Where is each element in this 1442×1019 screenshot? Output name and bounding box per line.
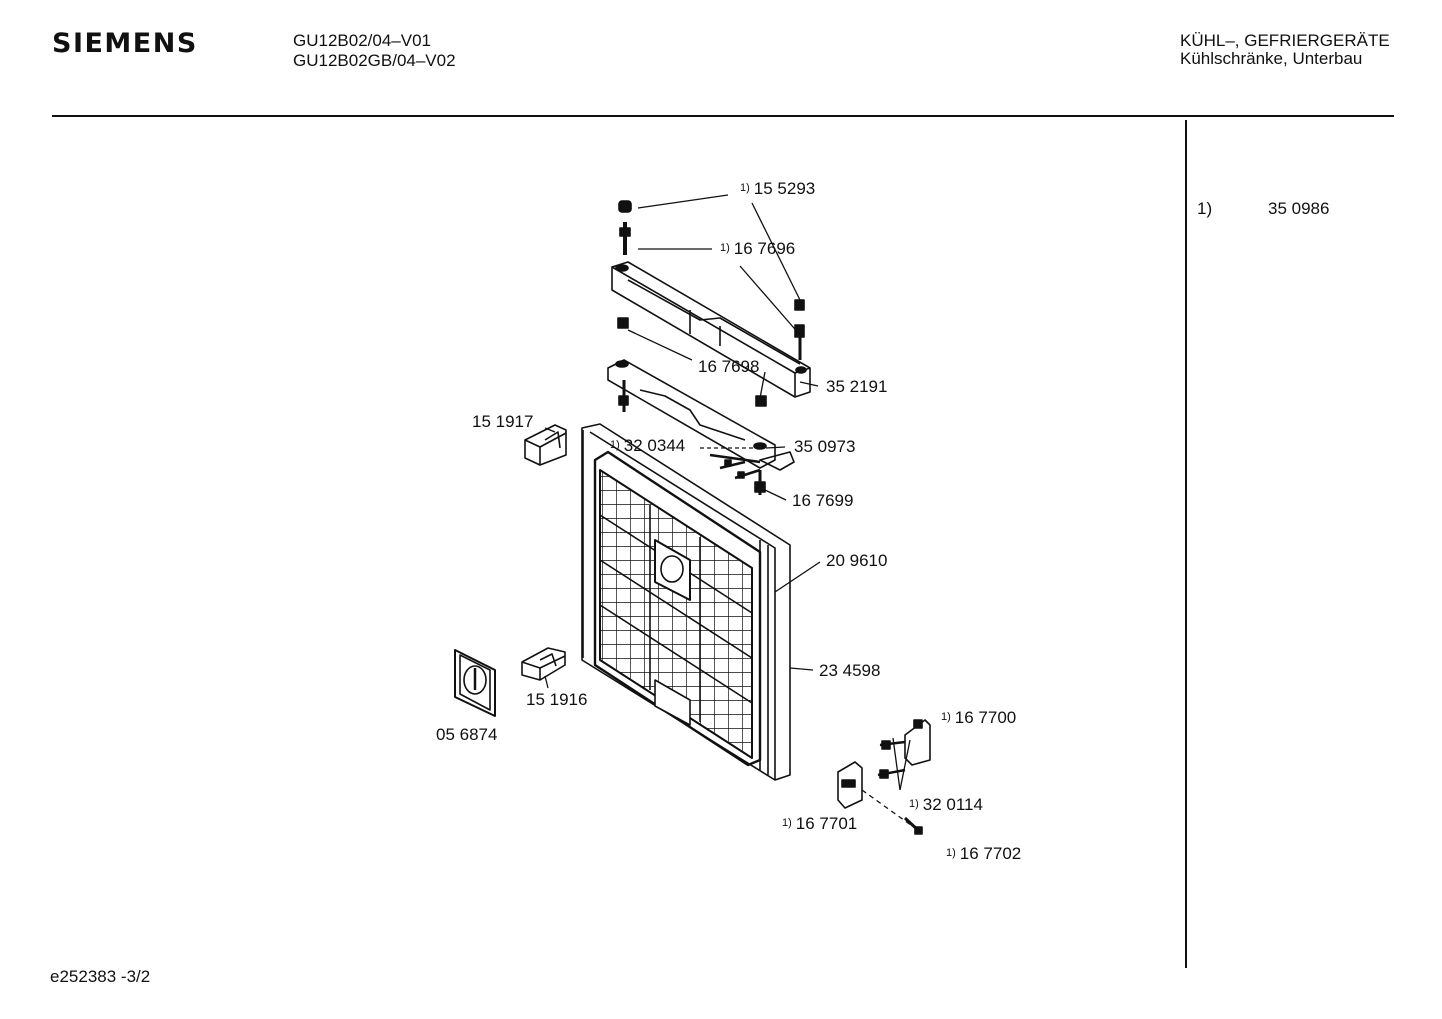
small-screws-part [709,453,761,480]
part-label-16-7700: 1)16 7700 [941,708,1017,727]
part-label-32-0344: 1)32 0344 [610,436,686,455]
door-clip-upper [524,424,567,466]
side-note-part-number: 35 0986 [1268,199,1330,218]
part-label-23-4598: 23 4598 [819,661,881,680]
lower-bearing-block [837,761,863,809]
part-label-15-5293: 1)15 5293 [740,179,816,198]
document-code: e252383 -3/2 [50,967,151,986]
part-label-16-7702: 1)16 7702 [946,844,1022,863]
handle-cover-plate [454,649,496,717]
part-label-16-7698: 16 7698 [698,357,760,376]
screw-bottom-part [754,470,766,495]
screw-left-part [618,380,629,412]
model-number-2: GU12B02GB/04–V02 [293,51,456,70]
part-label-35-0973: 35 0973 [794,437,856,456]
lower-hinge-bracket [877,719,931,779]
part-label-16-7696: 1)16 7696 [720,239,796,258]
nut-right-part [794,299,805,360]
part-label-16-7701: 1)16 7701 [782,814,858,833]
side-note-marker: 1) [1197,199,1213,218]
leader-lines [544,194,916,829]
part-label-16-7699: 16 7699 [792,491,854,510]
part-label-05-6874: 05 6874 [436,725,498,744]
lower-screw-part [903,816,923,835]
door-clip-lower [521,647,566,681]
side-column-divider [1185,120,1187,968]
washer-left-part [617,317,629,329]
part-label-35-2191: 35 2191 [826,377,888,396]
cap-nut-part [618,200,632,213]
part-label-15-1917: 15 1917 [472,412,534,431]
door-panel [581,423,791,781]
lower-hinge-plate [607,359,795,471]
category-subtitle: Kühlschränke, Unterbau [1180,49,1363,68]
category-title: KÜHL–, GEFRIERGERÄTE [1180,31,1390,50]
upper-hinge-bar [611,261,811,398]
model-number-1: GU12B02/04–V01 [293,31,431,50]
part-label-32-0114: 1)32 0114 [909,795,983,814]
header-divider [52,115,1394,117]
brand-logo: SIEMENS [52,28,198,59]
part-label-20-9610: 20 9610 [826,551,888,570]
hinge-bolt-part [619,222,631,255]
part-label-15-1916: 15 1916 [526,690,588,709]
